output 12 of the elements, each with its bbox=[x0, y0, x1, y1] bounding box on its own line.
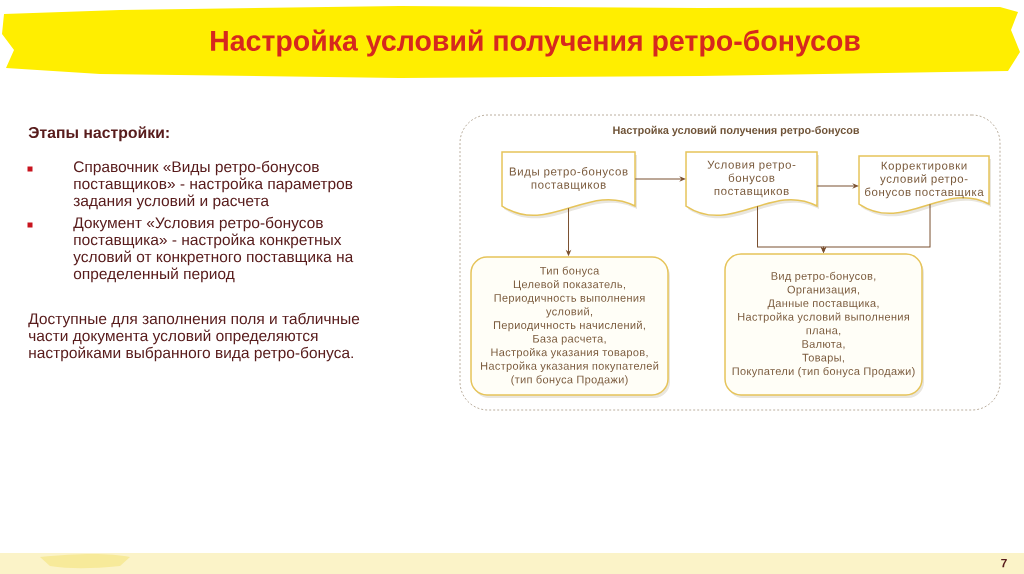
bullet-text: Справочник «Виды ретро-бонусов поставщиков» - настройка параметров задания условий и расчета bbox=[73, 160, 353, 210]
arrow bbox=[634, 176, 686, 182]
slide-title: Настройка условий получения ретро-бонусов bbox=[211, 29, 860, 57]
bullet-text: Документ «Условия ретро-бонусов поставщика» - настройка конкретных условий от конкретного поставщика на определенный период bbox=[73, 216, 354, 283]
arrow bbox=[566, 207, 571, 256]
paragraph-text: Доступные для заполнения поля и табличные части документа условий определяются настройками выбранного вида ретро-бонуса. bbox=[28, 312, 360, 362]
section-heading: Этапы настройки: bbox=[28, 126, 169, 142]
rounded-box: Тип бонуса Целевой показатель, Периодичность выполнения условий, Периодичность начислений, База расчета, Настройка указания товаров, Настройка указания покупателей (тип бонуса Продажи) bbox=[470, 256, 670, 398]
rounded-box: Вид ретро-бонусов, Организация, Данные поставщика, Настройка условий выполнения плана, Валюта, Товары, Покупатели (тип бонуса Продажи) bbox=[724, 253, 924, 398]
arrow bbox=[821, 203, 931, 253]
arrow bbox=[816, 183, 859, 189]
page-number: 7 bbox=[1001, 558, 1007, 568]
